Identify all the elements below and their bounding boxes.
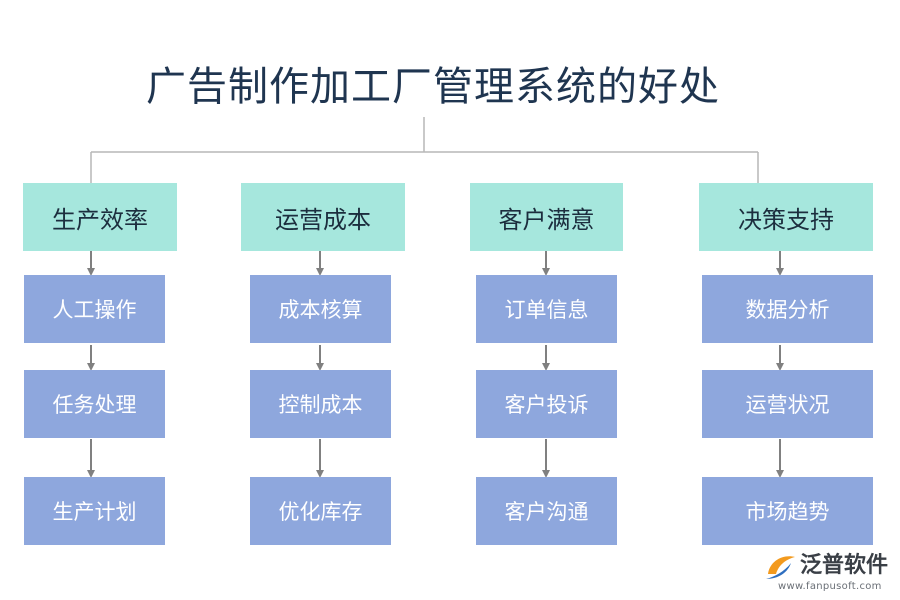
category-label-1: 生产效率 bbox=[52, 205, 148, 234]
item-label-1-3: 生产计划 bbox=[52, 500, 137, 524]
item-label-2-3: 优化库存 bbox=[278, 500, 363, 524]
item-box-1-3: 生产计划 bbox=[24, 477, 165, 545]
item-box-2-2: 控制成本 bbox=[250, 370, 391, 438]
item-label-2-2: 控制成本 bbox=[278, 393, 363, 417]
item-box-3-3: 客户沟通 bbox=[476, 477, 617, 545]
item-label-4-3: 市场趋势 bbox=[745, 500, 830, 524]
item-box-2-1: 成本核算 bbox=[250, 275, 391, 343]
item-box-1-1: 人工操作 bbox=[24, 275, 165, 343]
logo-brand-text: 泛普软件 bbox=[800, 553, 889, 578]
item-box-4-3: 市场趋势 bbox=[702, 477, 873, 545]
item-box-2-3: 优化库存 bbox=[250, 477, 391, 545]
item-box-3-2: 客户投诉 bbox=[476, 370, 617, 438]
item-label-4-1: 数据分析 bbox=[745, 298, 830, 322]
category-box-4: 决策支持 bbox=[699, 183, 873, 251]
item-label-3-3: 客户沟通 bbox=[504, 500, 589, 524]
category-label-4: 决策支持 bbox=[738, 205, 834, 234]
item-label-1-2: 任务处理 bbox=[52, 393, 137, 417]
item-label-4-2: 运营状况 bbox=[745, 393, 830, 417]
item-box-4-1: 数据分析 bbox=[702, 275, 873, 343]
logo-url-text: www.fanpusoft.com bbox=[778, 581, 882, 592]
item-label-2-1: 成本核算 bbox=[278, 298, 363, 322]
category-box-3: 客户满意 bbox=[470, 183, 623, 251]
fanpu-logo-icon bbox=[766, 556, 795, 579]
category-label-3: 客户满意 bbox=[498, 205, 595, 234]
diagram-title: 广告制作加工厂管理系统的好处 bbox=[146, 64, 720, 110]
item-box-3-1: 订单信息 bbox=[476, 275, 617, 343]
item-label-3-1: 订单信息 bbox=[504, 298, 589, 322]
item-box-4-2: 运营状况 bbox=[702, 370, 873, 438]
category-label-2: 运营成本 bbox=[275, 205, 371, 234]
item-label-3-2: 客户投诉 bbox=[504, 393, 589, 417]
item-box-1-2: 任务处理 bbox=[24, 370, 165, 438]
category-box-1: 生产效率 bbox=[23, 183, 177, 251]
item-label-1-1: 人工操作 bbox=[52, 298, 137, 322]
fanpu-logo: 泛普软件 www.fanpusoft.com bbox=[764, 550, 894, 598]
category-box-2: 运营成本 bbox=[241, 183, 405, 251]
